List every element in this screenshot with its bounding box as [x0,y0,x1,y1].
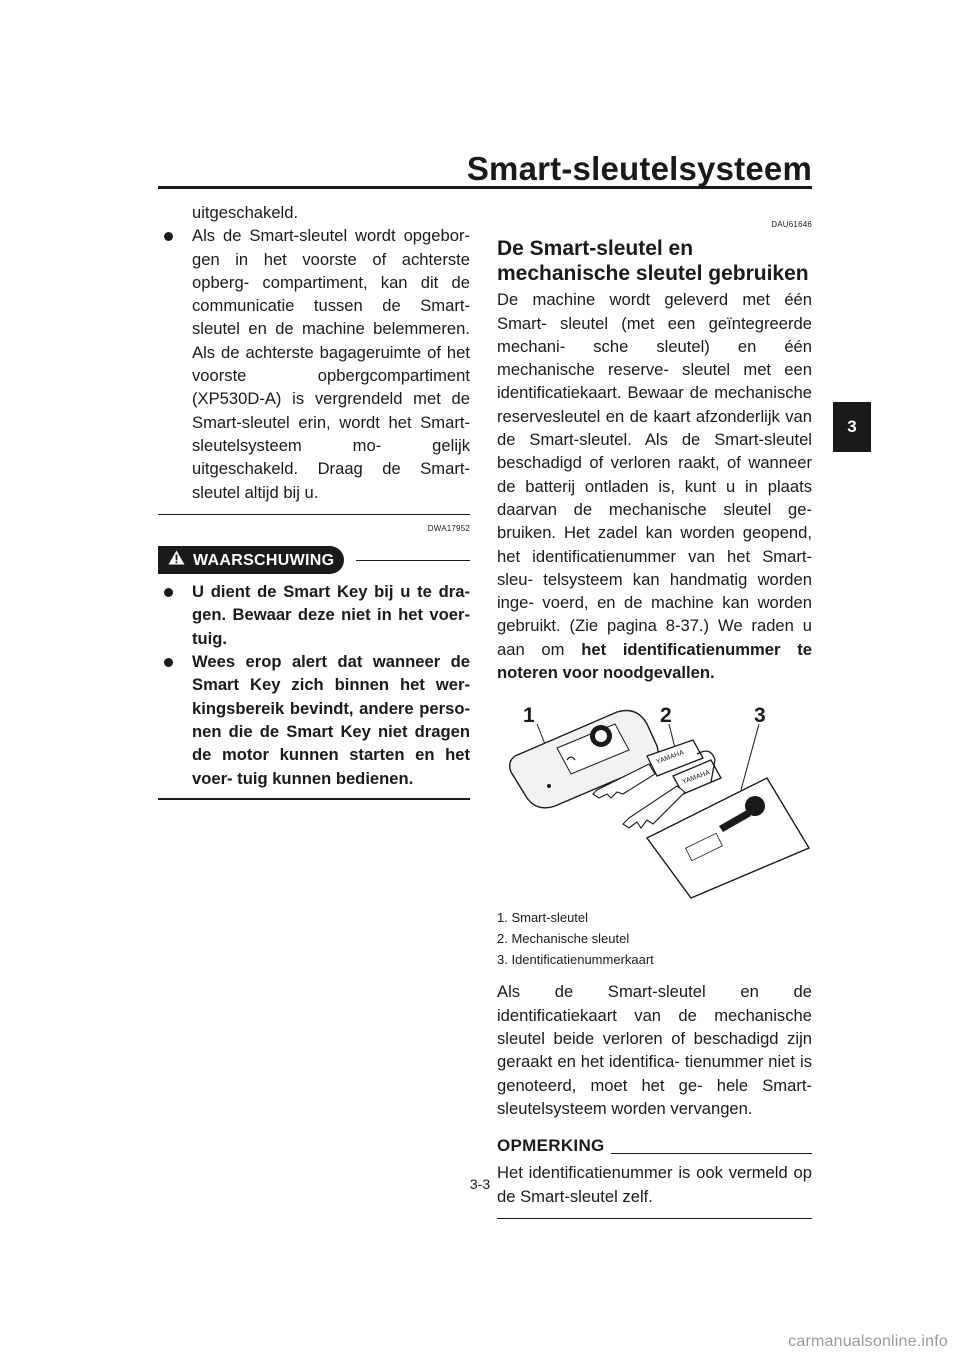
note-header-line [610,1153,812,1155]
divider [158,513,470,515]
chapter-tab[interactable]: 3 [833,402,871,452]
section-title-line-2: mechanische sleutel gebruiken [497,262,809,286]
smart-key-fob [508,710,659,809]
warning-code: DWA17952 [427,523,470,533]
figure-captions: 1. Smart-sleutel 2. Mechanische sleutel … [497,907,812,970]
intro-text: De machine wordt geleverd met één Smart-… [497,290,812,659]
callout-1: 1 [523,704,535,727]
bullet-dot-icon [164,588,173,598]
list-item: U dient de Smart Key bij u te dra- gen. … [158,580,470,650]
intro-bold-text: het identificatienummer te noteren voor … [497,639,812,683]
mechanical-key-2: YAMAHA [622,750,722,830]
warning-list: U dient de Smart Key bij u te dra- gen. … [158,580,470,790]
callout-3: 3 [754,704,766,727]
warning-triangle-icon [168,549,185,572]
note-bottom-rule [497,1218,812,1220]
section-title: De Smart-sleutel en mechanische sleutel … [497,236,812,286]
key-illustration: 1 2 3 YAMAHA [497,694,812,900]
callout-2: 2 [660,704,672,727]
section-title-line-1: De Smart-sleutel en [497,237,694,261]
intro-paragraph: De machine wordt geleverd met één Smart-… [497,288,812,684]
warning-header: WAARSCHUWING [158,546,470,575]
bullet-text: Als de Smart-sleutel wordt opgebor- gen … [192,226,470,502]
warning-badge: WAARSCHUWING [158,546,345,575]
continuation-text: uitgeschakeld. [192,203,299,222]
list-item: Als de Smart-sleutel wordt opgebor- gen … [158,224,470,504]
page-number: 3-3 [469,1176,491,1192]
title-rule [158,186,812,189]
right-column: DAU61646 De Smart-sleutel en mechanische… [497,201,812,1220]
warning-item-text: Wees erop alert dat wanneer de Smart Key… [192,652,470,788]
replacement-paragraph: Als de Smart-sleutel en de identificatie… [497,982,812,1118]
caption-item: 3. Identificatienummerkaart [497,952,654,968]
note-text: Het identificatienummer is ook vermeld o… [497,1163,812,1206]
list-item: Wees erop alert dat wanneer de Smart Key… [158,650,470,790]
watermark-text[interactable]: carmanualsonline.info [788,1333,948,1350]
page-title: Smart-sleutelsysteem [466,150,812,187]
warning-item-text: U dient de Smart Key bij u te dra- gen. … [192,582,470,648]
keys-figure: 1 2 3 YAMAHA [508,704,811,900]
warning-bottom-rule [158,797,470,800]
section-code: DAU61646 [771,220,812,229]
warning-header-line [356,559,470,561]
note-header: OPMERKING [497,1134,812,1157]
bullet-dot-icon [164,232,173,242]
identification-card [645,777,811,900]
left-bullet-list: Als de Smart-sleutel wordt opgebor- gen … [158,224,470,504]
caption-item: 2. Mechanische sleutel [497,931,630,947]
caption-item: 1. Smart-sleutel [497,910,589,926]
bullet-dot-icon [164,658,173,668]
left-column: uitgeschakeld. Als de Smart-sleutel word… [158,201,470,800]
note-label: OPMERKING [497,1136,605,1156]
warning-label: WAARSCHUWING [193,551,335,569]
mechanical-key-1: YAMAHA [592,739,704,800]
